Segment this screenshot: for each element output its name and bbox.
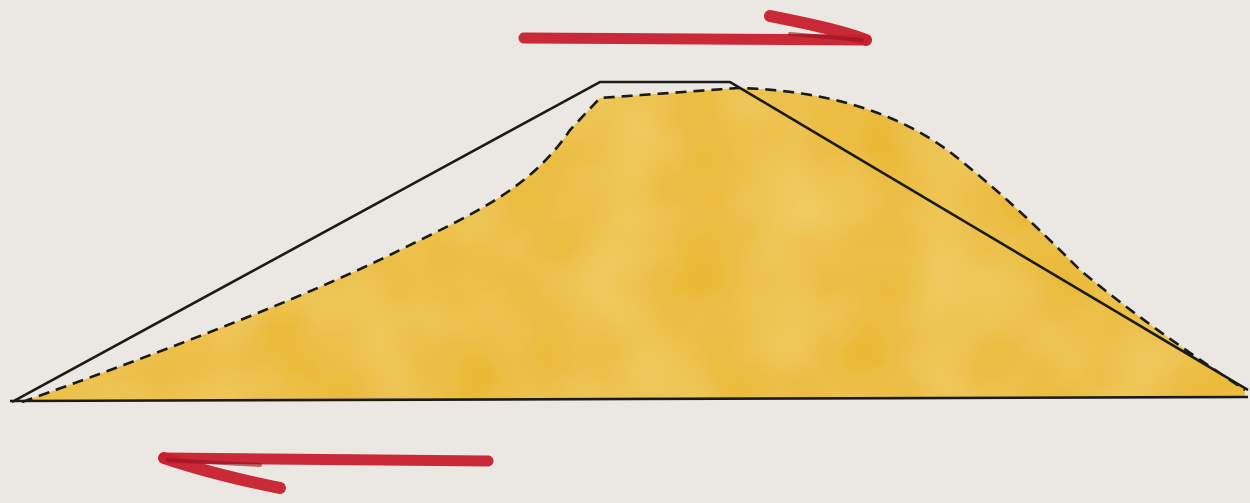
bottom-left-arrow [158,452,494,494]
original-shape-outline [11,80,1249,404]
base-line [9,395,1249,403]
top-right-arrow [518,10,872,46]
deformed-shape-outline [21,86,1246,404]
deformed-shape [22,88,1245,402]
